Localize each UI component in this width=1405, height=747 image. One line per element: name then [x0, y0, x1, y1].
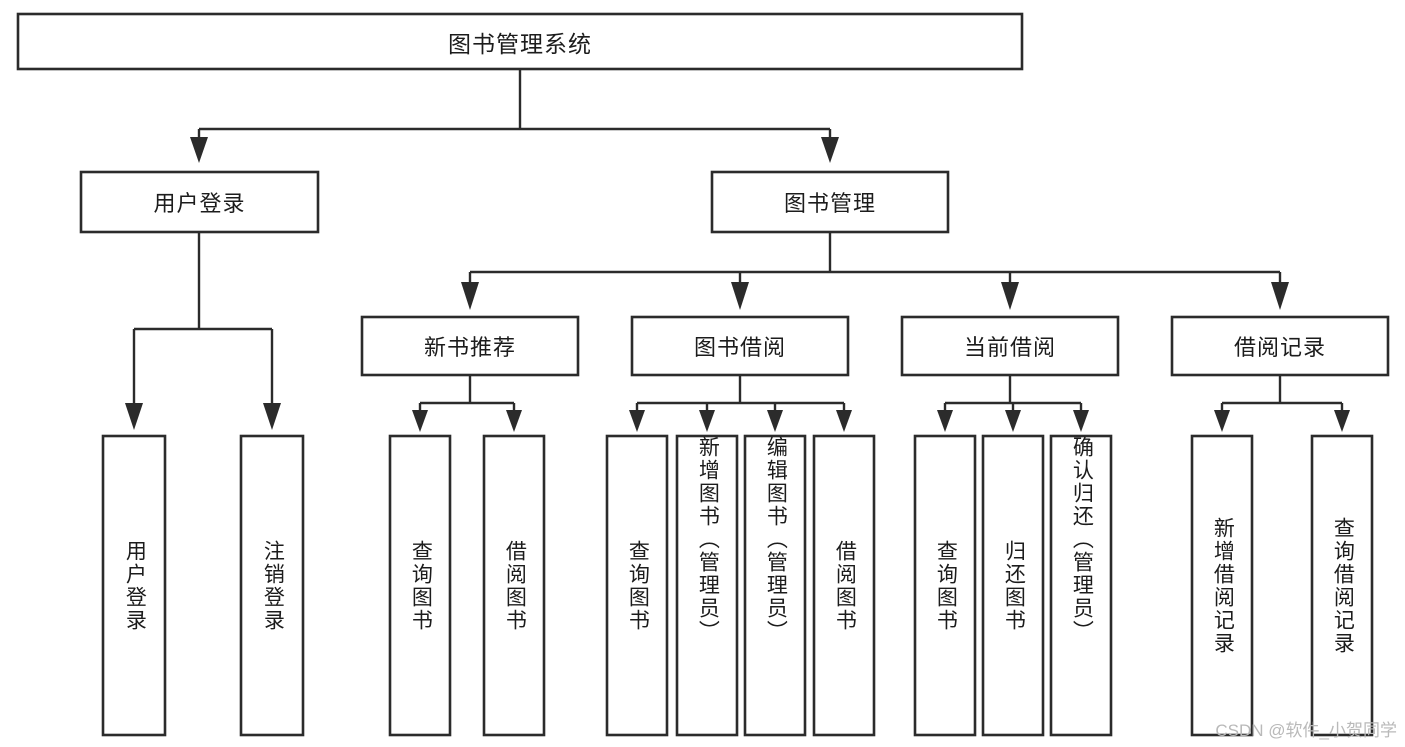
- arrow-head-leaf-edit-book-admin: [767, 410, 783, 432]
- arrow-head-leaf-confirm-return-admin: [1073, 410, 1089, 432]
- node-box-current-borrow[interactable]: [900, 315, 1120, 377]
- node-box-leaf-add-borrow-record[interactable]: [1190, 434, 1254, 737]
- node-box-leaf-logout[interactable]: [239, 434, 305, 737]
- arrow-head-book-management: [821, 137, 839, 163]
- node-box-leaf-query-borrow-record[interactable]: [1310, 434, 1374, 737]
- arrow-head-leaf-query-books-rec: [412, 410, 428, 432]
- node-box-leaf-query-books-rec[interactable]: [388, 434, 452, 737]
- arrow-head-leaf-add-book-admin: [699, 410, 715, 432]
- csdn-watermark: CSDN @软件_小贺同学: [1215, 721, 1397, 740]
- connector-book-borrow-to-leaves: [629, 375, 852, 432]
- node-box-leaf-borrow-books-borrow[interactable]: [812, 434, 876, 737]
- arrow-head-leaf-logout: [263, 403, 281, 430]
- connector-book-management-to-level3: [461, 232, 1289, 310]
- node-box-root[interactable]: [16, 12, 1024, 71]
- arrow-head-current-borrow: [1001, 282, 1019, 310]
- node-box-book-borrow[interactable]: [630, 315, 850, 377]
- arrow-head-leaf-user-login: [125, 403, 143, 430]
- arrow-head-user-login: [190, 137, 208, 163]
- node-box-leaf-query-books-borrow[interactable]: [605, 434, 669, 737]
- arrow-head-leaf-query-borrow-record: [1334, 410, 1350, 432]
- arrow-head-borrow-records: [1271, 282, 1289, 310]
- node-box-leaf-confirm-return-admin[interactable]: [1049, 434, 1113, 737]
- arrow-head-leaf-return-books: [1005, 410, 1021, 432]
- node-box-leaf-add-book-admin[interactable]: [675, 434, 739, 737]
- node-box-leaf-user-login[interactable]: [101, 434, 167, 737]
- node-box-new-book-recommend[interactable]: [360, 315, 580, 377]
- node-box-leaf-edit-book-admin[interactable]: [743, 434, 807, 737]
- connector-current-borrow-to-leaves: [937, 375, 1089, 432]
- arrow-head-book-borrow: [731, 282, 749, 310]
- arrow-head-leaf-query-books-current: [937, 410, 953, 432]
- connector-root-to-level2: [190, 69, 839, 163]
- arrow-head-leaf-add-borrow-record: [1214, 410, 1230, 432]
- node-box-book-management[interactable]: [710, 170, 950, 234]
- arrow-head-leaf-borrow-books-borrow: [836, 410, 852, 432]
- node-box-user-login[interactable]: [79, 170, 320, 234]
- connector-new-book-recommend-to-leaves: [412, 375, 522, 432]
- arrow-head-new-book-recommend: [461, 282, 479, 310]
- node-box-leaf-return-books[interactable]: [981, 434, 1045, 737]
- connector-user-login-to-leaves: [125, 232, 281, 430]
- node-box-borrow-records[interactable]: [1170, 315, 1390, 377]
- node-box-leaf-borrow-books-rec[interactable]: [482, 434, 546, 737]
- node-box-leaf-query-books-current[interactable]: [913, 434, 977, 737]
- connector-borrow-records-to-leaves: [1214, 375, 1350, 432]
- arrow-head-leaf-query-books-borrow: [629, 410, 645, 432]
- arrow-head-leaf-borrow-books-rec: [506, 410, 522, 432]
